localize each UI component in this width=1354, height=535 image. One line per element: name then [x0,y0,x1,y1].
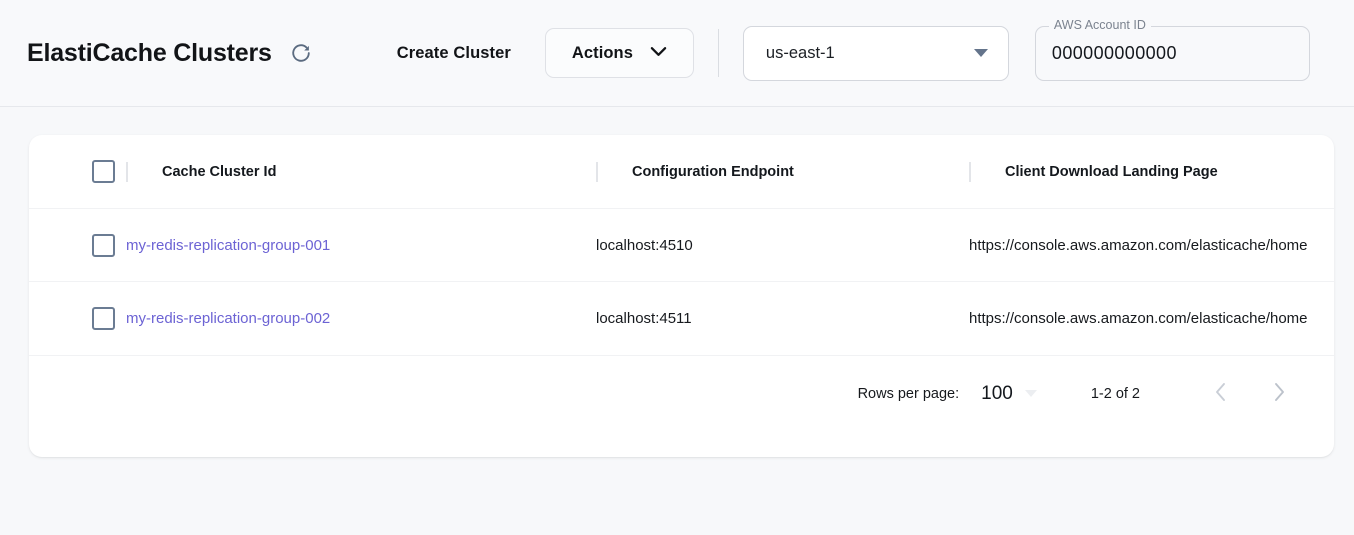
app-header: ElastiCache Clusters Create Cluster Acti… [0,0,1354,107]
header-divider [717,29,719,77]
region-select-value: us-east-1 [765,43,835,62]
previous-page-button[interactable] [1202,375,1240,413]
chevron-left-icon [1213,381,1229,406]
cell-cache-cluster-id: my-redis-replication-group-002 [126,282,596,355]
column-separator [969,161,971,182]
column-header-cache-cluster-id[interactable]: Cache Cluster Id [126,135,596,209]
cell-cache-cluster-id: my-redis-replication-group-001 [126,209,596,282]
actions-button[interactable]: Actions [544,28,694,78]
rows-per-page-caret-icon[interactable] [1024,390,1037,397]
row-checkbox[interactable] [92,306,115,330]
table-row[interactable]: my-redis-replication-group-002 localhost… [29,281,1334,355]
page-title: ElastiCache Clusters [27,38,272,67]
row-checkbox[interactable] [92,233,115,257]
column-header-client-download-landing-page[interactable]: Client Download Landing Page [969,135,1334,209]
pagination-range-label: 1-2 of 2 [1090,385,1140,402]
clusters-table: Cache Cluster Id Configuration Endpoint … [29,135,1334,355]
chevron-down-icon [650,44,667,62]
select-all-header [29,135,126,209]
refresh-icon [290,42,312,64]
rows-per-page-label: Rows per page: [857,385,960,402]
table-pagination: Rows per page: 100 1-2 of 2 [29,354,1334,432]
table-body: my-redis-replication-group-001 localhost… [29,208,1334,355]
clusters-table-card: Cache Cluster Id Configuration Endpoint … [29,135,1334,457]
column-header-configuration-endpoint[interactable]: Configuration Endpoint [596,135,969,209]
actions-button-label: Actions [571,43,634,62]
table-head: Cache Cluster Id Configuration Endpoint … [29,135,1334,209]
cell-client-download-landing-page: https://console.aws.amazon.com/elasticac… [969,236,1308,254]
caret-down-icon [973,49,988,57]
column-header-label: Cache Cluster Id [162,163,277,180]
cell-configuration-endpoint: localhost:4511 [596,309,692,327]
cell-client-download-landing-page: https://console.aws.amazon.com/elasticac… [969,309,1308,327]
table-header-row: Cache Cluster Id Configuration Endpoint … [29,135,1334,209]
cell-configuration-endpoint: localhost:4510 [596,236,693,254]
row-select-cell [29,282,126,355]
aws-account-id-value: 000000000000 [1051,42,1177,63]
column-header-label: Configuration Endpoint [632,163,794,180]
column-separator [126,161,128,182]
column-separator [596,161,598,182]
chevron-right-icon [1271,381,1287,406]
main-content: Cache Cluster Id Configuration Endpoint … [0,107,1354,535]
table-row[interactable]: my-redis-replication-group-001 localhost… [29,208,1334,282]
cluster-id-link[interactable]: my-redis-replication-group-001 [126,236,331,254]
aws-account-id-field[interactable]: AWS Account ID 000000000000 [1034,17,1310,81]
row-select-cell [29,209,126,282]
aws-account-id-label: AWS Account ID [1048,17,1151,32]
refresh-button[interactable] [286,38,316,68]
select-all-checkbox[interactable] [92,160,115,183]
rows-per-page-value[interactable]: 100 [981,382,1013,404]
region-select[interactable]: us-east-1 [742,25,1009,81]
cluster-id-link[interactable]: my-redis-replication-group-002 [126,309,331,327]
next-page-button[interactable] [1260,375,1298,413]
create-cluster-button[interactable]: Create Cluster [396,43,511,62]
column-header-label: Client Download Landing Page [1005,163,1218,180]
